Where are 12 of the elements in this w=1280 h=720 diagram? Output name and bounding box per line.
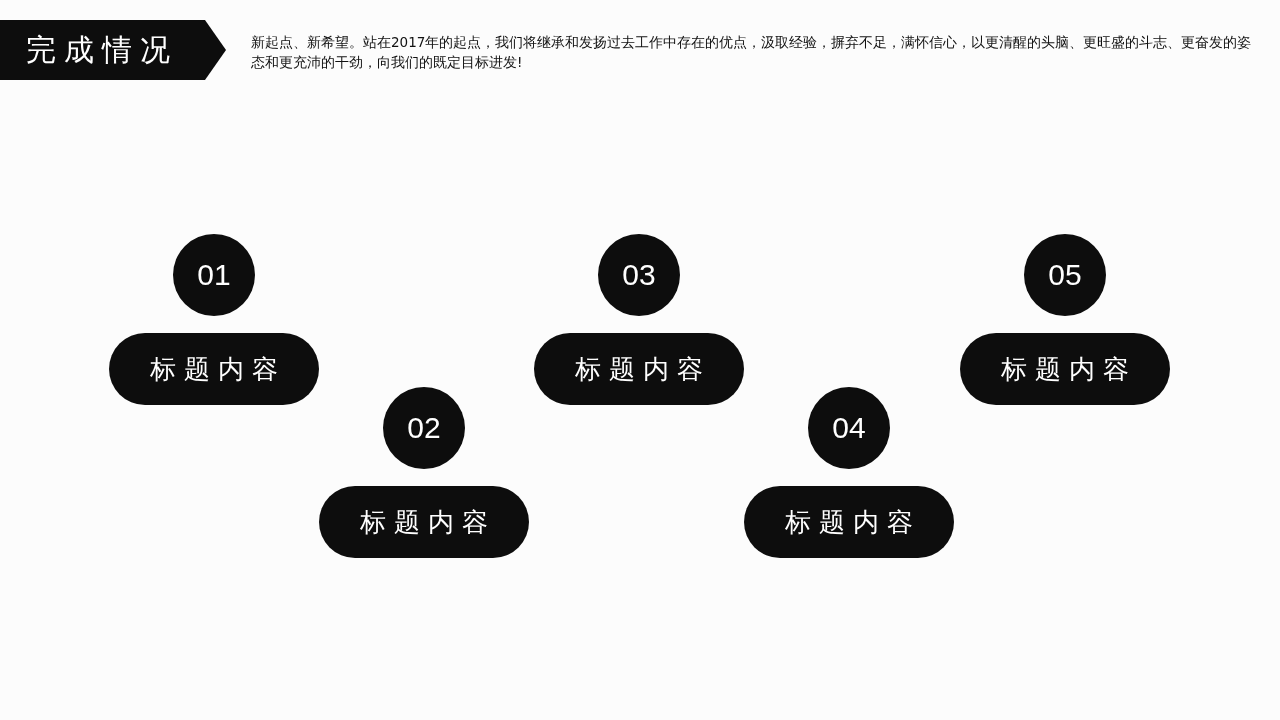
title-pill: 标题内容 bbox=[109, 333, 319, 405]
number-circle: 04 bbox=[808, 387, 890, 469]
number-circle: 02 bbox=[383, 387, 465, 469]
description-text: 新起点、新希望。站在2017年的起点，我们将继承和发扬过去工作中存在的优点，汲取经验，摒弃不足，满怀信心，以更清醒的头脑、更旺盛的斗志、更奋发的姿态和更充沛的干劲，向我们的既定目标进发! bbox=[251, 33, 1253, 72]
title-pill: 标题内容 bbox=[960, 333, 1170, 405]
title-pill: 标题内容 bbox=[319, 486, 529, 558]
title: 完成情况 bbox=[26, 32, 178, 68]
title-pill: 标题内容 bbox=[534, 333, 744, 405]
title-pill: 标题内容 bbox=[744, 486, 954, 558]
number-circle: 01 bbox=[173, 234, 255, 316]
number-circle: 05 bbox=[1024, 234, 1106, 316]
number-circle: 03 bbox=[598, 234, 680, 316]
